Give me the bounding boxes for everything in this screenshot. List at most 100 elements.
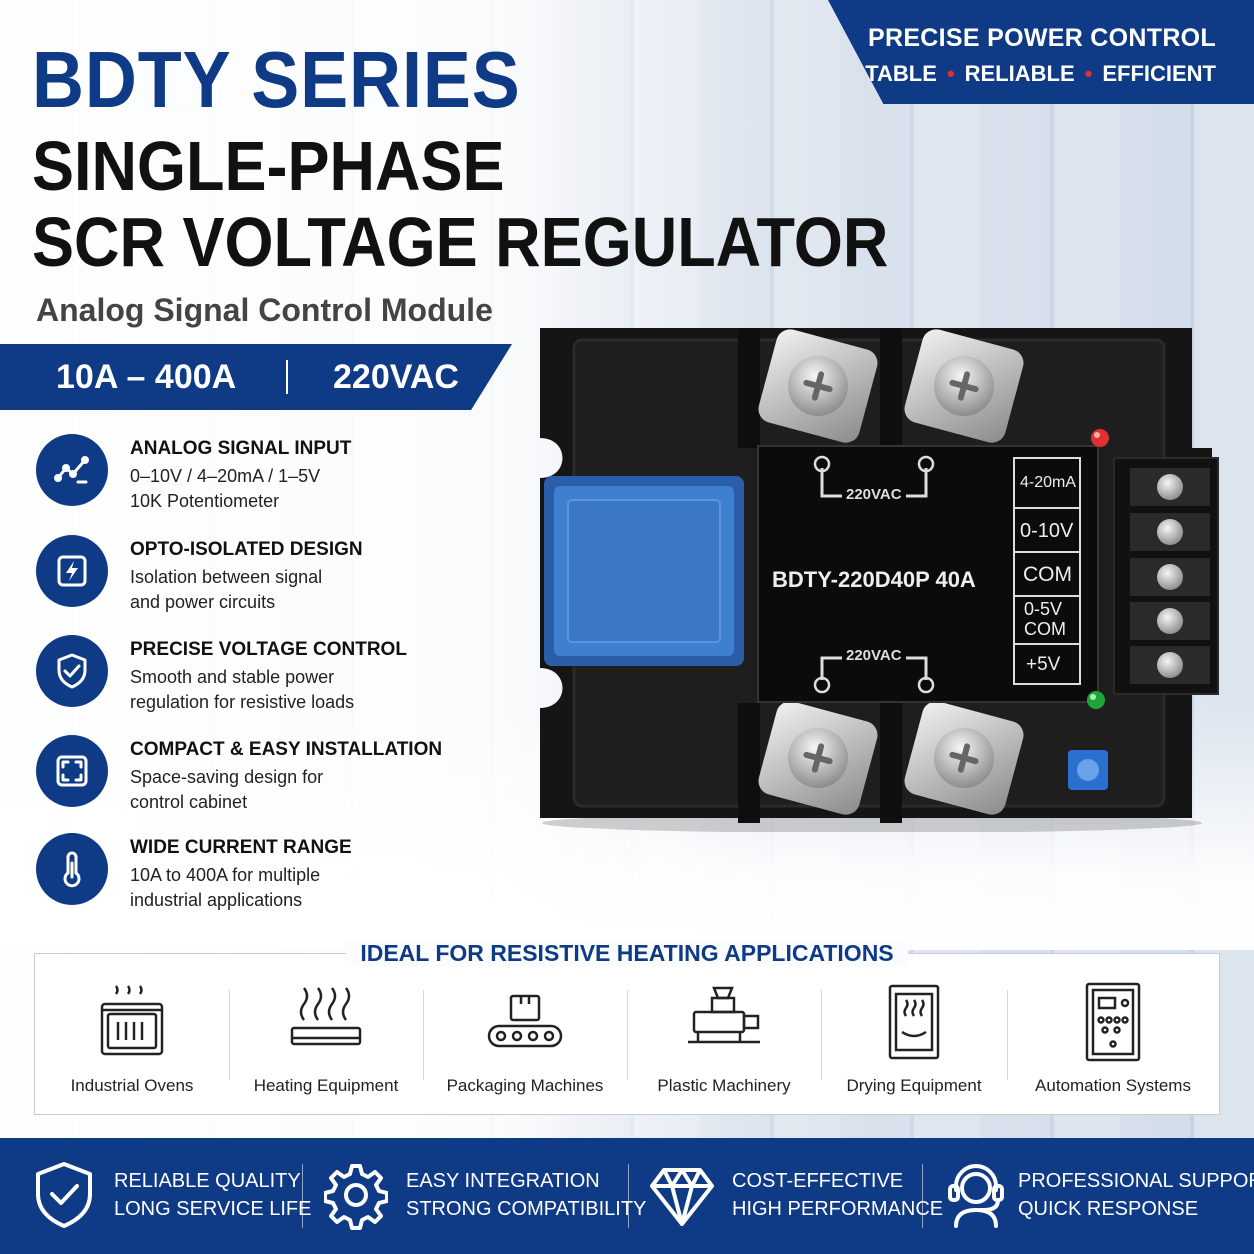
app-label: Industrial Ovens	[70, 1076, 194, 1095]
thermometer-icon	[36, 833, 108, 905]
product-subtitle: Analog Signal Control Module	[36, 292, 493, 328]
feature-desc-line: 10K Potentiometer	[130, 491, 280, 511]
feature-desc: 10A to 400A for multiple industrial appli…	[130, 863, 430, 913]
diamond-icon	[650, 1168, 714, 1226]
app-label: Drying Equipment	[846, 1076, 982, 1095]
top-banner: PRECISE POWER CONTROL STABLE•RELIABLE•EF…	[828, 0, 1254, 104]
banner-dot: •	[946, 61, 955, 86]
benefit-quality: RELIABLE QUALITY LONG SERVICE LIFE	[0, 1138, 311, 1254]
benefit-line2: LONG SERVICE LIFE	[114, 1198, 312, 1220]
scr-module-image	[540, 328, 1219, 833]
banner-headline: PRECISE POWER CONTROL	[868, 24, 1216, 52]
feature-compact-installation: COMPACT & EASY INSTALLATION Space-saving…	[36, 735, 496, 825]
app-plastic-machinery: Plastic Machinery	[627, 954, 821, 1114]
benefit-cost: COST-EFFECTIVE HIGH PERFORMANCE	[628, 1138, 943, 1254]
terminal-label: COM	[1024, 619, 1066, 639]
feature-desc: Smooth and stable power regulation for re…	[130, 665, 430, 715]
app-heating-equipment: Heating Equipment	[229, 954, 423, 1114]
feature-title: COMPACT & EASY INSTALLATION	[130, 739, 443, 760]
feature-desc-line: regulation for resistive loads	[130, 692, 355, 712]
shield-check-icon	[36, 1162, 92, 1228]
divider	[423, 990, 424, 1080]
shield-check-icon	[36, 635, 108, 707]
chart-icon	[36, 434, 108, 506]
feature-desc-line: industrial applications	[130, 890, 303, 910]
ac-label-top: 220VAC	[846, 486, 902, 503]
expand-icon	[36, 735, 108, 807]
benefit-line2: QUICK RESPONSE	[1018, 1198, 1199, 1220]
divider	[628, 1164, 629, 1228]
feature-desc-line: 10A to 400A for multiple	[130, 865, 321, 885]
benefit-line1: COST-EFFECTIVE	[732, 1170, 904, 1192]
feature-desc: Isolation between signal and power circui…	[130, 565, 430, 615]
feature-precise-control: PRECISE VOLTAGE CONTROL Smooth and stabl…	[36, 635, 496, 725]
app-label: Heating Equipment	[253, 1076, 399, 1095]
feature-desc-line: Space-saving design for	[130, 767, 324, 787]
divider	[1007, 990, 1008, 1080]
banner-dot: •	[1084, 61, 1093, 86]
feature-desc-line: and power circuits	[130, 592, 276, 612]
divider	[627, 990, 628, 1080]
divider	[821, 990, 822, 1080]
app-label: Automation Systems	[1035, 1076, 1191, 1095]
bottom-bar: RELIABLE QUALITY LONG SERVICE LIFE EASY …	[0, 1138, 1254, 1254]
feature-desc: Space-saving design for control cabinet	[130, 765, 430, 815]
terminal-label: 0-5V	[1024, 599, 1063, 619]
terminal-label: 0-10V	[1020, 520, 1074, 542]
benefit-line1: PROFESSIONAL SUPPORT	[1018, 1170, 1254, 1192]
gear-icon	[324, 1164, 388, 1230]
product-title-line1: SINGLE-PHASE	[32, 127, 505, 205]
app-industrial-ovens: Industrial Ovens	[35, 954, 229, 1114]
product-module: BDTY-220D40P 40A 220VAC 220VAC 4-20mA 0-…	[512, 318, 1224, 833]
feature-desc-line: Smooth and stable power	[130, 667, 335, 687]
divider	[302, 1164, 303, 1228]
feature-title: WIDE CURRENT RANGE	[130, 837, 352, 858]
terminal-label: 4-20mA	[1020, 474, 1077, 491]
benefit-line1: EASY INTEGRATION	[406, 1170, 600, 1192]
series-title: BDTY SERIES	[32, 35, 521, 124]
product-title-line2: SCR VOLTAGE REGULATOR	[32, 203, 889, 281]
feature-title: ANALOG SIGNAL INPUT	[130, 438, 352, 459]
oven-icon	[100, 985, 164, 1056]
app-drying-equipment: Drying Equipment	[821, 954, 1007, 1114]
banner-values: STABLE•RELIABLE•EFFICIENT	[851, 61, 1216, 87]
feature-title: OPTO-ISOLATED DESIGN	[130, 539, 363, 560]
applications-heading: IDEAL FOR RESISTIVE HEATING APPLICATIONS	[0, 940, 1254, 967]
spec-divider	[286, 360, 288, 394]
app-automation-systems: Automation Systems	[1007, 954, 1219, 1114]
benefit-line2: STRONG COMPATIBILITY	[406, 1198, 647, 1220]
banner-word-reliable: RELIABLE	[964, 61, 1075, 86]
feature-desc-line: Isolation between signal	[130, 567, 323, 587]
heater-icon	[290, 987, 362, 1046]
headset-icon	[948, 1164, 1004, 1228]
divider	[229, 990, 230, 1080]
terminal-label: +5V	[1026, 654, 1061, 675]
benefit-line1: RELIABLE QUALITY	[114, 1170, 301, 1192]
banner-word-efficient: EFFICIENT	[1102, 61, 1216, 86]
benefit-support: PROFESSIONAL SUPPORT QUICK RESPONSE	[922, 1138, 1254, 1254]
current-range: 10A – 400A	[56, 358, 237, 396]
app-label: Plastic Machinery	[657, 1076, 791, 1095]
feature-analog-input: ANALOG SIGNAL INPUT 0–10V / 4–20mA / 1–5…	[36, 434, 496, 524]
applications-heading-text: IDEAL FOR RESISTIVE HEATING APPLICATIONS	[346, 940, 908, 966]
feature-wide-range: WIDE CURRENT RANGE 10A to 400A for multi…	[36, 833, 496, 923]
feature-desc: 0–10V / 4–20mA / 1–5V 10K Potentiometer	[130, 464, 430, 514]
voltage-rating: 220VAC	[333, 358, 459, 396]
ac-label-bottom: 220VAC	[846, 647, 902, 664]
terminal-label: COM	[1023, 563, 1072, 586]
benefit-line2: HIGH PERFORMANCE	[732, 1198, 944, 1220]
model-label: BDTY-220D40P 40A	[772, 567, 976, 592]
spec-bar: 10A – 400A 220VAC	[0, 344, 512, 410]
control-panel-icon	[1085, 982, 1141, 1062]
conveyor-icon	[487, 994, 563, 1048]
feature-desc-line: 0–10V / 4–20mA / 1–5V	[130, 466, 321, 486]
injection-machine-icon	[688, 986, 760, 1044]
lightning-icon	[36, 535, 108, 607]
app-packaging-machines: Packaging Machines	[423, 954, 627, 1114]
divider	[922, 1164, 923, 1228]
app-label: Packaging Machines	[446, 1076, 604, 1095]
feature-opto-isolated: OPTO-ISOLATED DESIGN Isolation between s…	[36, 535, 496, 625]
feature-title: PRECISE VOLTAGE CONTROL	[130, 639, 407, 660]
feature-desc-line: control cabinet	[130, 792, 248, 812]
applications-panel: Industrial Ovens Heating Equipment Packa…	[34, 953, 1220, 1115]
